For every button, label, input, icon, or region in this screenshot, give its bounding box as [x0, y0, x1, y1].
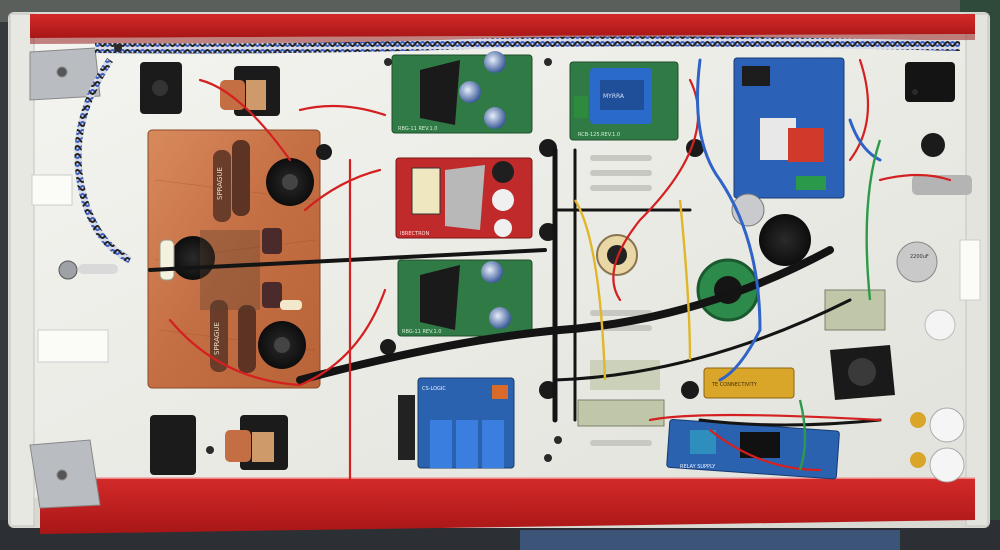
red-wiring: [168, 58, 952, 482]
transformer-brand: MYRRA: [603, 93, 625, 100]
side-tabs: [31, 174, 981, 363]
speaker-terminals-left-top: [140, 62, 280, 116]
relay-board-bottom: RELAY SUPPLY: [666, 419, 840, 480]
speaker-terminals-left-bottom: [150, 415, 288, 475]
capacitor-marking-left: SPRAGUE: [216, 167, 224, 200]
reg-red-marking: IBRECTRON: [400, 231, 429, 237]
reg-mid-marking: RBG-11 REV.1.0: [402, 329, 441, 335]
grommets: [316, 139, 704, 399]
corner-brackets: [29, 47, 101, 509]
tube-sockets-copper: [171, 158, 314, 369]
regulator-board-mid: RBG-11 REV.1.0: [397, 259, 533, 337]
power-transformer-board: MYRRA RCB-125.REV.1.0: [569, 61, 679, 141]
green-wiring: [798, 139, 882, 471]
film-capacitors: SPRAGUE SPRAGUE: [210, 140, 256, 373]
tag-strip-resistors: [159, 228, 302, 310]
load-resistor-marking: TE CONNECTIVITY: [711, 382, 758, 388]
twisted-wire-loom: [74, 36, 961, 264]
reg-top-marking: RBG-11 REV.1.0: [398, 126, 437, 132]
board-blue-marking: CS-LOGIC: [422, 386, 446, 392]
blue-wiring: [696, 58, 882, 382]
logic-board-top-right: [733, 57, 845, 199]
black-wiring: [148, 147, 882, 427]
vent-slots: [590, 155, 652, 446]
load-resistor-gold: TE CONNECTIVITY: [703, 367, 795, 399]
yellow-wiring: [573, 199, 692, 381]
control-board-blue: CS-LOGIC: [398, 377, 515, 469]
regulator-board-top: RBG-11 REV.1.0: [391, 51, 533, 134]
chassis-screws: [114, 44, 918, 462]
regulator-board-red: IBRECTRON: [395, 157, 533, 239]
terminal-strip: [577, 360, 665, 427]
capacitor-marking-right: SPRAGUE: [213, 322, 221, 355]
speaker-cap-marking: 2200uF: [910, 254, 929, 260]
relay-board-marking: RELAY SUPPLY: [680, 464, 716, 470]
ground-post: [58, 260, 118, 280]
transformer-pcb-marking: RCB-125.REV.1.0: [578, 132, 620, 138]
